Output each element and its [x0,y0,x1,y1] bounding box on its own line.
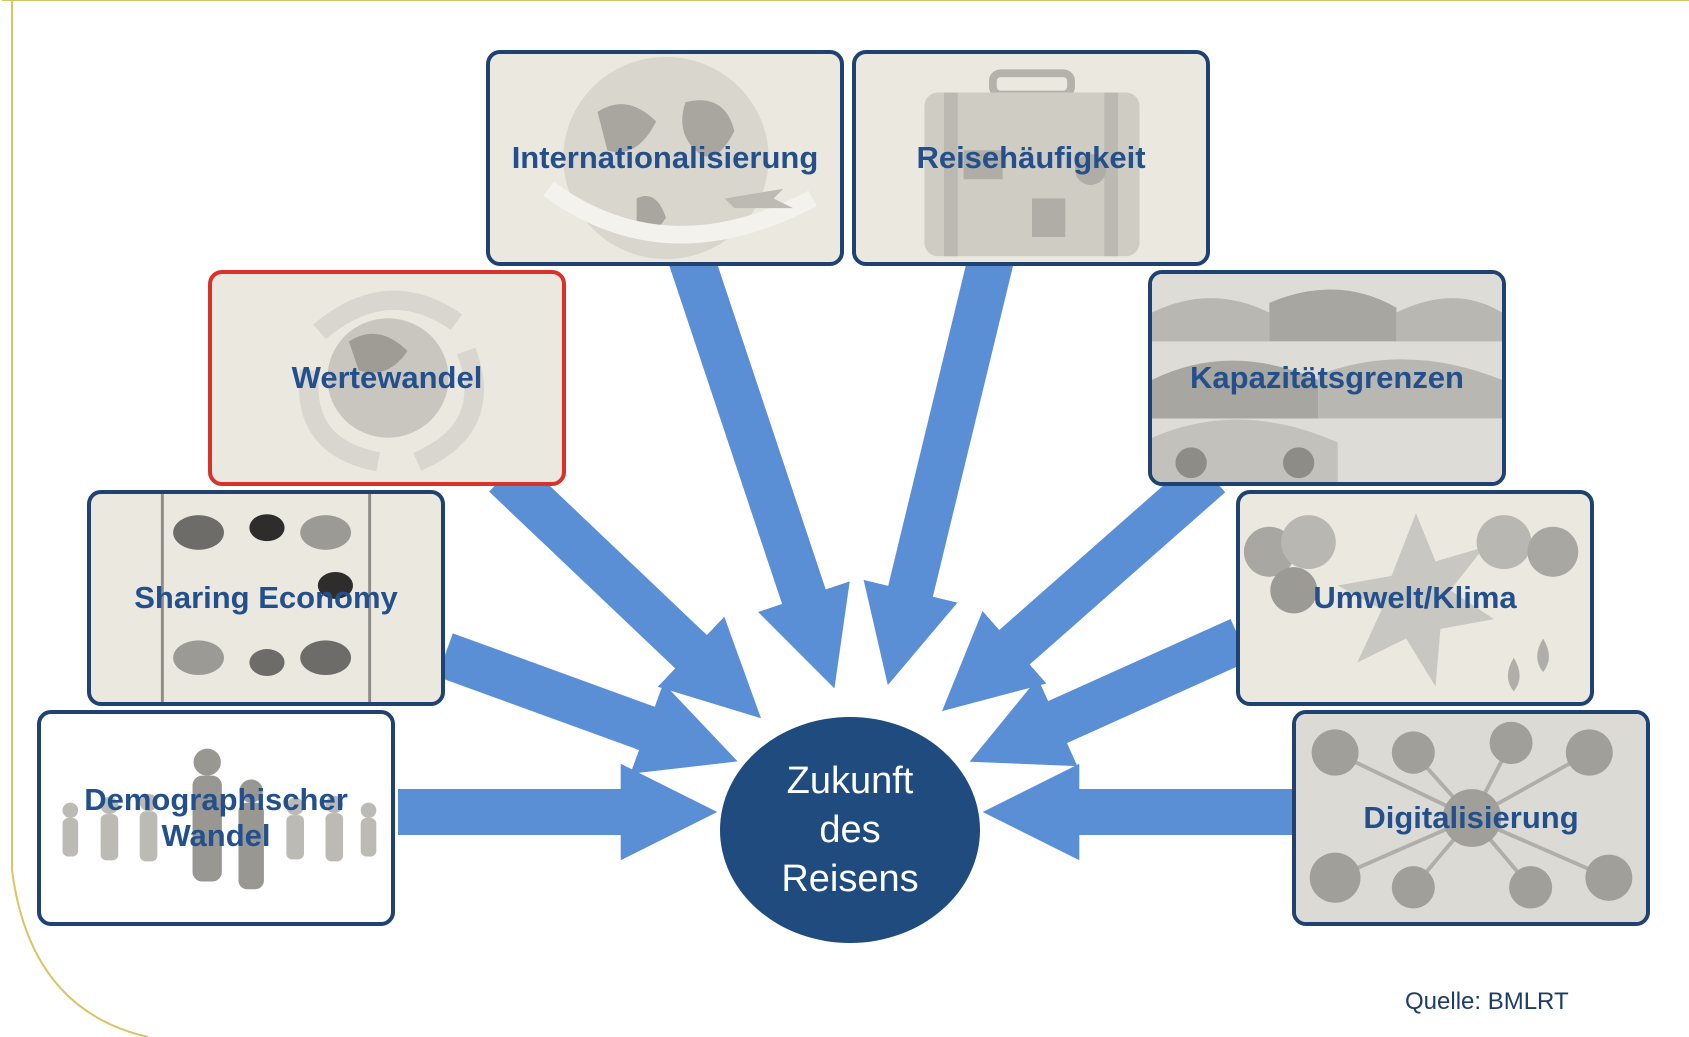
hands-icon [160,494,372,702]
box-internationalisierung: Internationalisierung [486,50,844,266]
box-demographischer-wandel: Demographischer Wandel [37,710,395,926]
label-wertewandel: Wertewandel [291,360,483,395]
box-sharing-economy: Sharing Economy [87,490,445,706]
label-reisehaeufigkeit: Reisehäufigkeit [916,140,1146,175]
label-internationalisierung: Internationalisierung [511,140,819,175]
box-digitalisierung: Digitalisierung [1292,710,1650,926]
center-circle: Zukunft des Reisens [720,717,980,943]
box-wertewandel: Wertewandel [208,270,566,486]
box-reisehaeufigkeit: Reisehäufigkeit [852,50,1210,266]
arrow-kapazitaetsgrenzen [942,457,1226,712]
center-line-2: des [819,808,881,851]
label-digitalisierung: Digitalisierung [1363,800,1579,835]
center-line-3: Reisens [781,857,919,900]
suitcase-icon [924,69,1140,257]
people-silhouettes-icon [62,748,377,890]
label-sharing-economy: Sharing Economy [134,580,398,615]
label-umwelt-klima: Umwelt/Klima [1313,580,1517,615]
arrow-reisehaeufigkeit [863,249,1015,686]
recycle-globe-icon [298,290,484,472]
source-note: Quelle: BMLRT [1405,988,1569,1015]
arrow-umwelt-klima [969,619,1250,767]
box-kapazitaetsgrenzen: Kapazitätsgrenzen [1148,270,1506,486]
label-demographischer-wandel: Demographischer Wandel [84,782,348,853]
arrow-sharing-economy [437,633,738,774]
box-umwelt-klima: Umwelt/Klima [1236,490,1594,706]
label-kapazitaetsgrenzen: Kapazitätsgrenzen [1190,360,1464,395]
center-line-1: Zukunft [786,759,914,802]
network-icons-icon [1296,714,1646,922]
arrow-wertewandel [489,458,762,719]
clouds-rain-icon [1243,513,1579,692]
arrow-internationalisierung [668,247,850,689]
parked-cars-icon [1152,274,1502,482]
globe-airplane-icon [543,56,817,260]
